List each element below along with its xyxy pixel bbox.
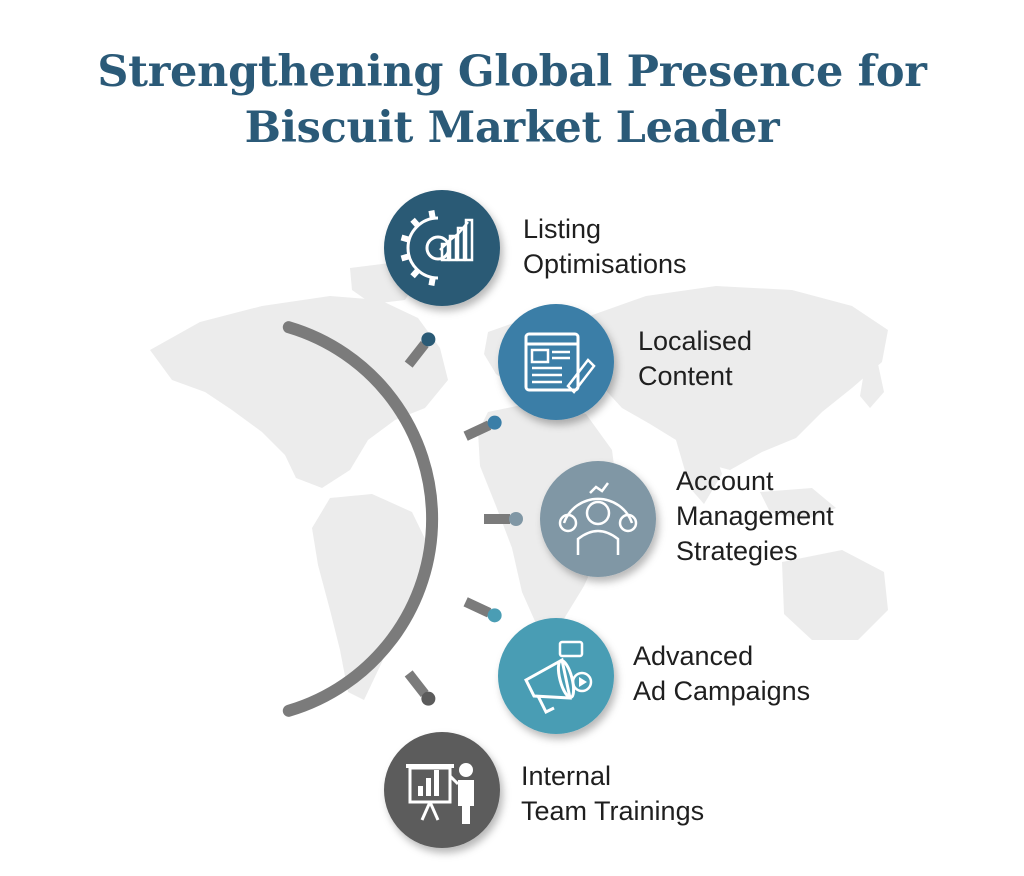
step-3-label-line: Management	[676, 501, 834, 531]
step-3	[484, 461, 656, 577]
step-3-label-line: Account	[676, 466, 774, 496]
step-1	[384, 190, 500, 368]
step-4-circle	[498, 618, 614, 734]
step-3-dot	[509, 512, 523, 526]
step-5-dot	[421, 691, 436, 706]
step-1-tick	[404, 340, 429, 368]
step-1-label-line: Optimisations	[523, 249, 687, 279]
step-4-dot	[487, 608, 502, 623]
step-2-circle	[498, 304, 614, 420]
megaphone-icon	[524, 640, 593, 715]
steps-layer	[384, 190, 656, 848]
step-2-label-line: Content	[638, 361, 733, 391]
title-line-1: Strengthening Global Presence for	[97, 47, 927, 97]
web-content-icon	[524, 332, 596, 394]
step-5	[384, 670, 500, 848]
timeline-arc	[282, 321, 439, 717]
step-4-tick	[463, 597, 492, 618]
step-2	[463, 304, 614, 441]
step-3-label-line: Strategies	[676, 536, 798, 566]
account-manager-icon	[558, 482, 638, 555]
step-2-dot	[487, 415, 502, 430]
step-5-label-line: Team Trainings	[521, 796, 705, 826]
step-4-label-line: Advanced	[633, 641, 754, 671]
step-4	[463, 597, 614, 734]
step-1-label-line: Listing	[523, 214, 602, 244]
step-2-label-line: Localised	[638, 326, 753, 356]
title-line-2: Biscuit Market Leader	[244, 103, 780, 153]
gear-chart-icon	[400, 210, 474, 286]
step-5-tick	[404, 670, 429, 698]
step-5-label-line: Internal	[521, 761, 612, 791]
step-4-label-line: Ad Campaigns	[633, 676, 811, 706]
page-title: Strengthening Global Presence for Biscui…	[0, 44, 1024, 156]
step-5-circle	[384, 732, 500, 848]
step-4-label: Advanced Ad Campaigns	[633, 639, 810, 709]
step-1-dot	[421, 332, 436, 347]
step-2-tick	[463, 420, 492, 441]
presentation-icon	[406, 763, 474, 824]
step-3-circle	[540, 461, 656, 577]
